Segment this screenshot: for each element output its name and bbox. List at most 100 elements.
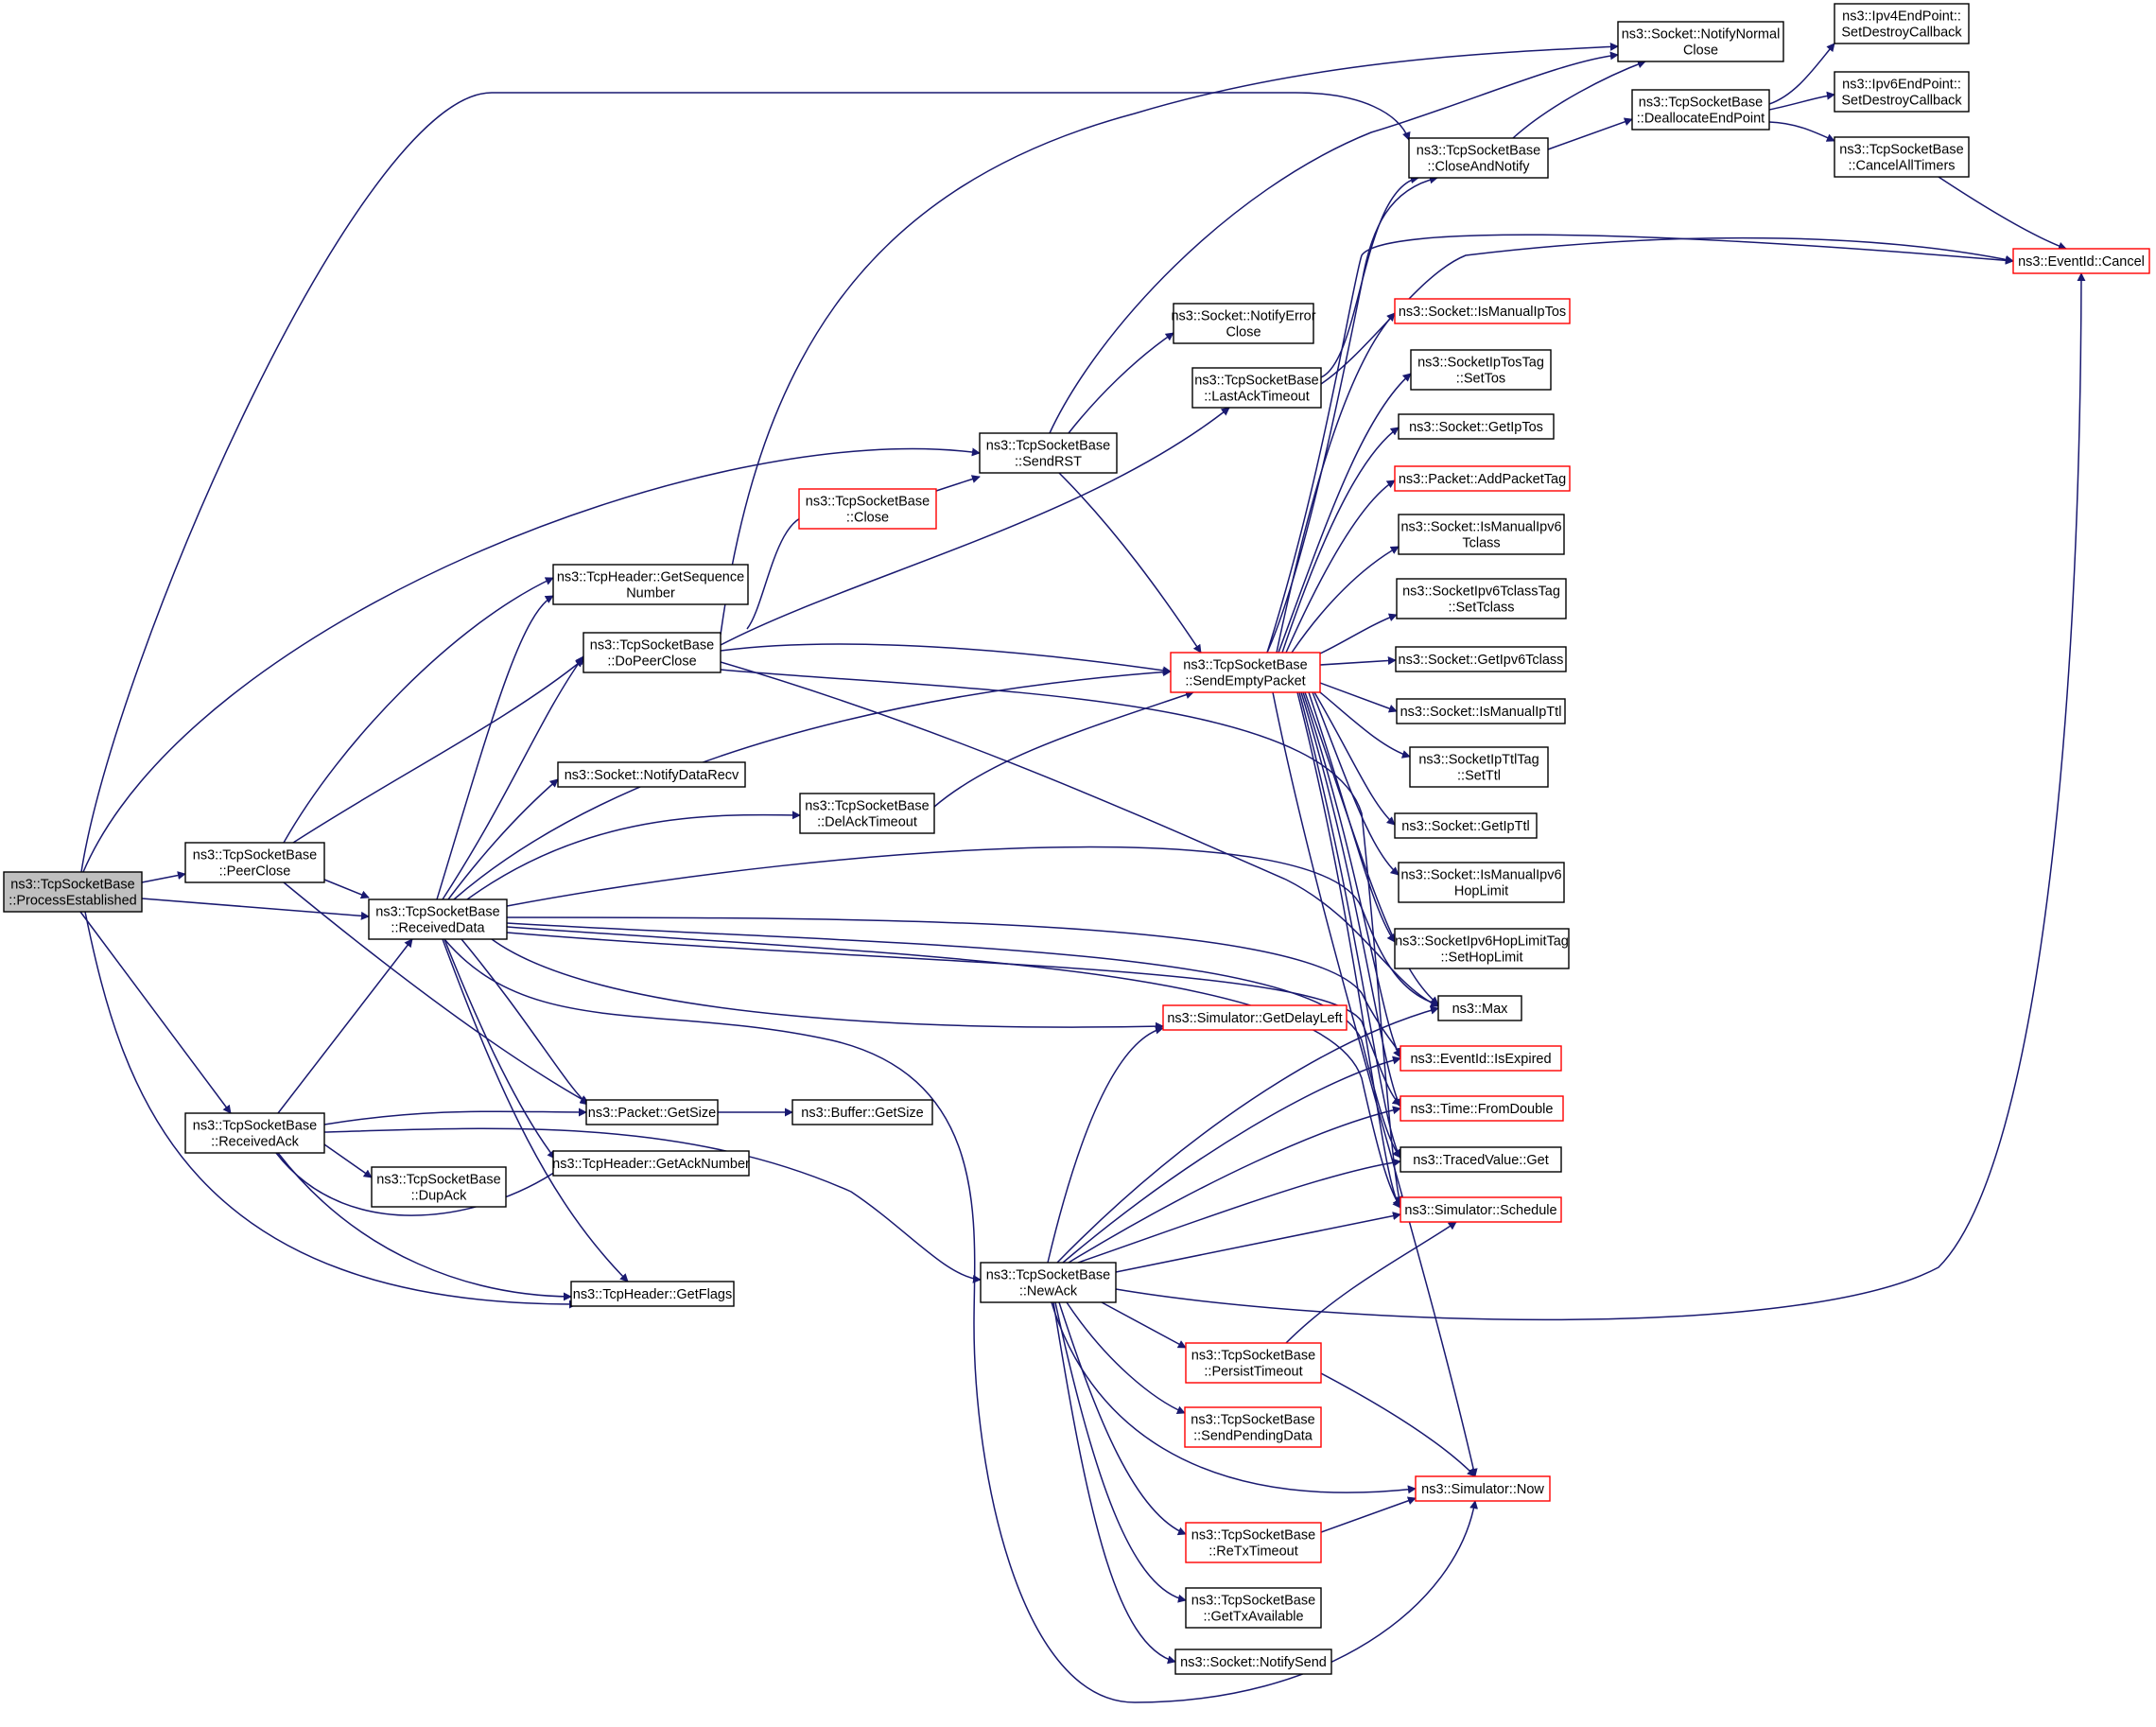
node-label-line: ns3::Ipv4EndPoint:: <box>1842 9 1961 25</box>
node-box <box>1394 465 1571 492</box>
node-cancel-all-timers[interactable]: ns3::TcpSocketBase::CancelAllTimers <box>1834 136 1970 178</box>
edge-dpc-notify-normal-close <box>720 42 1619 636</box>
node-retx-timeout[interactable]: ns3::TcpSocketBase::ReTxTimeout <box>1185 1522 1322 1563</box>
node-label-line: ns3::TcpSocketBase <box>1191 1594 1315 1609</box>
node-label-line: ::GetTxAvailable <box>1203 1610 1303 1625</box>
edge-dep-ipv4-destroy-callback <box>1768 43 1835 105</box>
node-deallocate-end-point[interactable]: ns3::TcpSocketBase::DeallocateEndPoint <box>1631 89 1770 131</box>
node-is-manual-ip-ttl[interactable]: ns3::Socket::IsManualIpTtl <box>1396 698 1566 724</box>
node-box <box>371 1166 507 1208</box>
node-ipv6-set-destroy-callback[interactable]: ns3::Ipv6EndPoint::SetDestroyCallback <box>1834 71 1970 113</box>
node-get-ipv6-tclass[interactable]: ns3::Socket::GetIpv6Tclass <box>1395 646 1567 672</box>
node-peer-close[interactable]: ns3::TcpSocketBase::PeerClose <box>184 842 325 883</box>
node-label-line: ::ReceivedData <box>391 921 485 936</box>
node-ipv4-set-destroy-callback[interactable]: ns3::Ipv4EndPoint::SetDestroyCallback <box>1834 3 1970 44</box>
node-label-line: ns3::TracedValue::Get <box>1413 1153 1548 1168</box>
node-get-ip-ttl[interactable]: ns3::Socket::GetIpTtl <box>1394 812 1538 839</box>
edge-na-event-id-cancel <box>1115 272 2086 1321</box>
node-label-line: ns3::Socket::NotifyDataRecv <box>565 768 739 783</box>
node-label-line: ns3::Socket::NotifyNormal <box>1622 27 1781 43</box>
node-last-ack-timeout[interactable]: ns3::TcpSocketBase::LastAckTimeout <box>1191 367 1322 409</box>
node-close-and-notify[interactable]: ns3::TcpSocketBase::CloseAndNotify <box>1408 137 1549 179</box>
edge-na-traced-value-get <box>1077 1158 1401 1264</box>
node-label-line: ::DelAckTimeout <box>817 815 917 830</box>
node-label-line: ns3::Socket::NotifyError <box>1171 309 1315 324</box>
node-schedule[interactable]: ns3::Simulator::Schedule <box>1400 1196 1562 1223</box>
node-persist-timeout[interactable]: ns3::TcpSocketBase::PersistTimeout <box>1185 1342 1322 1384</box>
node-do-peer-close[interactable]: ns3::TcpSocketBase::DoPeerClose <box>582 632 722 673</box>
edge-sep-max <box>1304 691 1439 1005</box>
function-nodes: ns3::TcpSocketBase::ProcessEstablishedns… <box>3 3 2150 1675</box>
edge-sep-get-ip-ttl <box>1313 691 1396 826</box>
node-from-double[interactable]: ns3::Time::FromDouble <box>1400 1095 1564 1122</box>
node-box <box>1398 413 1555 440</box>
node-ipv6-hop-limit-tag-set-hop-limit[interactable]: ns3::SocketIpv6HopLimitTag::SetHopLimit <box>1394 928 1570 969</box>
call-edges <box>79 42 2086 1703</box>
node-get-ack-number[interactable]: ns3::TcpHeader::GetAckNumber <box>552 1150 750 1177</box>
node-label-line: ns3::Ipv6EndPoint:: <box>1842 78 1961 93</box>
node-send-rst[interactable]: ns3::TcpSocketBase::SendRST <box>979 432 1118 474</box>
node-label-line: ::DeallocateEndPoint <box>1637 112 1765 127</box>
edge-pt-schedule <box>1285 1221 1457 1344</box>
node-now[interactable]: ns3::Simulator::Now <box>1415 1475 1551 1502</box>
node-event-id-cancel[interactable]: ns3::EventId::Cancel <box>2012 248 2150 274</box>
node-label-line: ::PeerClose <box>219 864 291 880</box>
node-box <box>1394 298 1571 324</box>
node-label-line: ns3::Max <box>1452 1002 1509 1017</box>
edge-ra-packet-get-size <box>323 1108 587 1125</box>
node-label-line: ns3::TcpSocketBase <box>376 1173 500 1188</box>
node-send-pending-data[interactable]: ns3::TcpSocketBase::SendPendingData <box>1184 1406 1322 1448</box>
node-notify-data-recv[interactable]: ns3::Socket::NotifyDataRecv <box>557 761 746 788</box>
edge-dpc-last-ack-timeout <box>720 407 1230 646</box>
node-ip-ttl-tag-set-ttl[interactable]: ns3::SocketIpTtlTag::SetTtl <box>1409 746 1549 788</box>
node-box <box>1185 1587 1322 1629</box>
node-send-empty-packet[interactable]: ns3::TcpSocketBase::SendEmptyPacket <box>1170 652 1321 693</box>
node-notify-send[interactable]: ns3::Socket::NotifySend <box>1174 1648 1332 1675</box>
edge-close-send-rst <box>935 475 981 492</box>
node-max[interactable]: ns3::Max <box>1437 995 1522 1021</box>
edge-rst-notify-error-close <box>1068 332 1174 434</box>
node-label-line: Number <box>626 586 675 602</box>
node-process-established[interactable]: ns3::TcpSocketBase::ProcessEstablished <box>3 871 143 913</box>
node-get-flags[interactable]: ns3::TcpHeader::GetFlags <box>570 1281 735 1307</box>
node-label-line: HopLimit <box>1454 884 1508 899</box>
node-is-expired[interactable]: ns3::EventId::IsExpired <box>1400 1045 1562 1072</box>
edge-rst-notify-normal-close <box>1049 51 1619 434</box>
node-ipv6-tclass-tag-set-tclass[interactable]: ns3::SocketIpv6TclassTag::SetTclass <box>1396 578 1567 619</box>
node-label-line: ::NewAck <box>1019 1284 1078 1300</box>
edge-sep-is-manual-ip-ttl <box>1319 682 1398 713</box>
node-received-ack[interactable]: ns3::TcpSocketBase::ReceivedAck <box>184 1112 325 1154</box>
node-del-ack-timeout[interactable]: ns3::TcpSocketBase::DelAckTimeout <box>799 793 935 834</box>
node-add-packet-tag[interactable]: ns3::Packet::AddPacketTag <box>1394 465 1571 492</box>
edge-sep-is-manual-ipv6-hop-limit <box>1312 691 1400 876</box>
node-box <box>1185 1342 1322 1384</box>
node-dup-ack[interactable]: ns3::TcpSocketBase::DupAck <box>371 1166 507 1208</box>
node-label-line: ns3::TcpSocketBase <box>805 799 929 814</box>
node-label-line: ::ReTxTimeout <box>1208 1544 1298 1560</box>
edge-sep-set-hop-limit <box>1308 691 1396 943</box>
node-get-delay-left[interactable]: ns3::Simulator::GetDelayLeft <box>1162 1004 1348 1031</box>
node-received-data[interactable]: ns3::TcpSocketBase::ReceivedData <box>368 898 508 940</box>
edge-rd-is-expired <box>506 916 1404 1056</box>
node-label-line: ns3::Socket::IsManualIpTtl <box>1400 705 1562 720</box>
node-label-line: ::SetHopLimit <box>1440 951 1522 966</box>
node-socket-ip-tos-tag-set-tos[interactable]: ns3::SocketIpTosTag::SetTos <box>1410 349 1552 391</box>
node-buffer-get-size[interactable]: ns3::Buffer::GetSize <box>791 1099 933 1125</box>
node-packet-get-size[interactable]: ns3::Packet::GetSize <box>585 1099 719 1125</box>
node-close[interactable]: ns3::TcpSocketBase::Close <box>798 488 937 530</box>
node-get-tx-available[interactable]: ns3::TcpSocketBase::GetTxAvailable <box>1185 1587 1322 1629</box>
node-label-line: ::LastAckTimeout <box>1204 390 1309 405</box>
node-new-ack[interactable]: ns3::TcpSocketBase::NewAck <box>980 1262 1117 1303</box>
node-label-line: ns3::TcpSocketBase <box>806 495 930 510</box>
node-is-manual-ip-tos[interactable]: ns3::Socket::IsManualIpTos <box>1394 298 1571 324</box>
node-get-ip-tos[interactable]: ns3::Socket::GetIpTos <box>1398 413 1555 440</box>
node-traced-value-get[interactable]: ns3::TracedValue::Get <box>1400 1146 1562 1173</box>
node-label-line: ns3::TcpSocketBase <box>193 848 317 864</box>
edge-rd-from-double <box>506 932 1401 1106</box>
